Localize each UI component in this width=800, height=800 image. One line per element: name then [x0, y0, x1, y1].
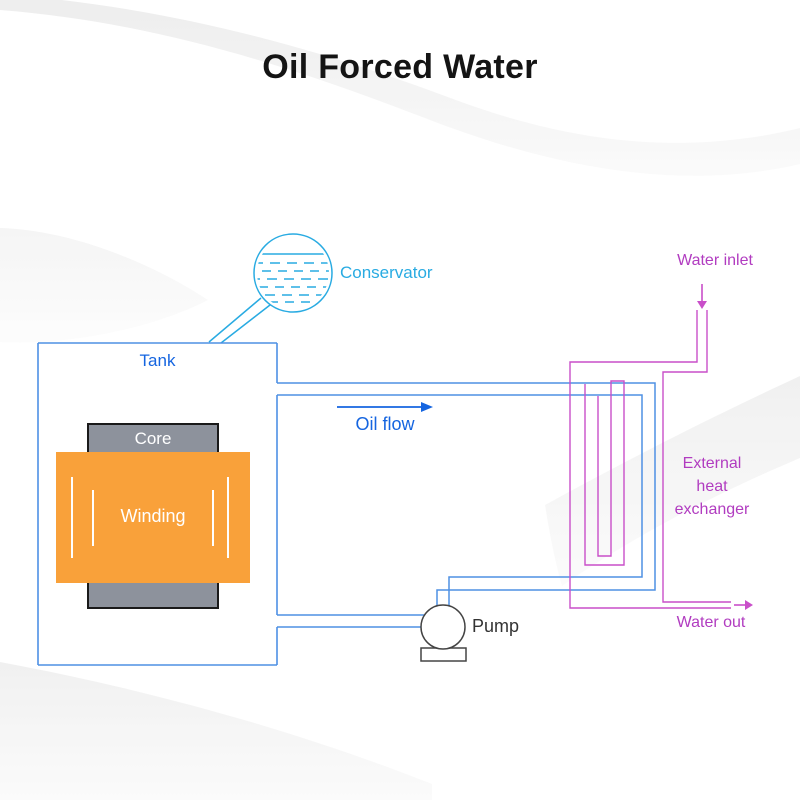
pump-icon	[420, 604, 467, 662]
heat-exchanger-label: External heat exchanger	[674, 455, 750, 518]
tank-outline	[37, 342, 278, 666]
conservator-label: Conservator	[340, 263, 433, 282]
winding-rect	[56, 452, 250, 583]
winding-label: Winding	[120, 506, 186, 526]
conservator-circle	[253, 233, 333, 313]
pump-circle	[420, 604, 466, 650]
water-out-label: Water out	[676, 614, 746, 631]
water-inlet-arrow-icon	[697, 284, 707, 309]
tank-label: Tank	[139, 351, 176, 370]
water-inlet-label: Water inlet	[677, 252, 753, 269]
oil-pipe-top-outer	[277, 382, 656, 606]
oil-pipe-return	[277, 614, 424, 628]
water-pipe-inner-wall	[662, 310, 731, 603]
oil-flow-label: Oil flow	[355, 414, 415, 434]
water-out-arrow-icon	[734, 600, 753, 610]
winding-tick-lines	[71, 477, 229, 558]
conservator-neck-pipe	[208, 297, 271, 344]
conservator-icon	[208, 233, 333, 344]
pump-base	[420, 647, 467, 662]
water-pipes	[569, 310, 731, 609]
pump-label: Pump	[472, 616, 520, 636]
water-pipe-outer-wall	[569, 310, 731, 609]
oil-flow-arrow-icon	[337, 402, 433, 412]
page-title: Oil Forced Water	[262, 48, 538, 86]
heat-exchanger-serpentine	[584, 380, 625, 566]
core-label: Core	[134, 429, 172, 448]
oil-pipes	[277, 382, 656, 628]
oil-pipe-top-inner	[277, 394, 643, 606]
